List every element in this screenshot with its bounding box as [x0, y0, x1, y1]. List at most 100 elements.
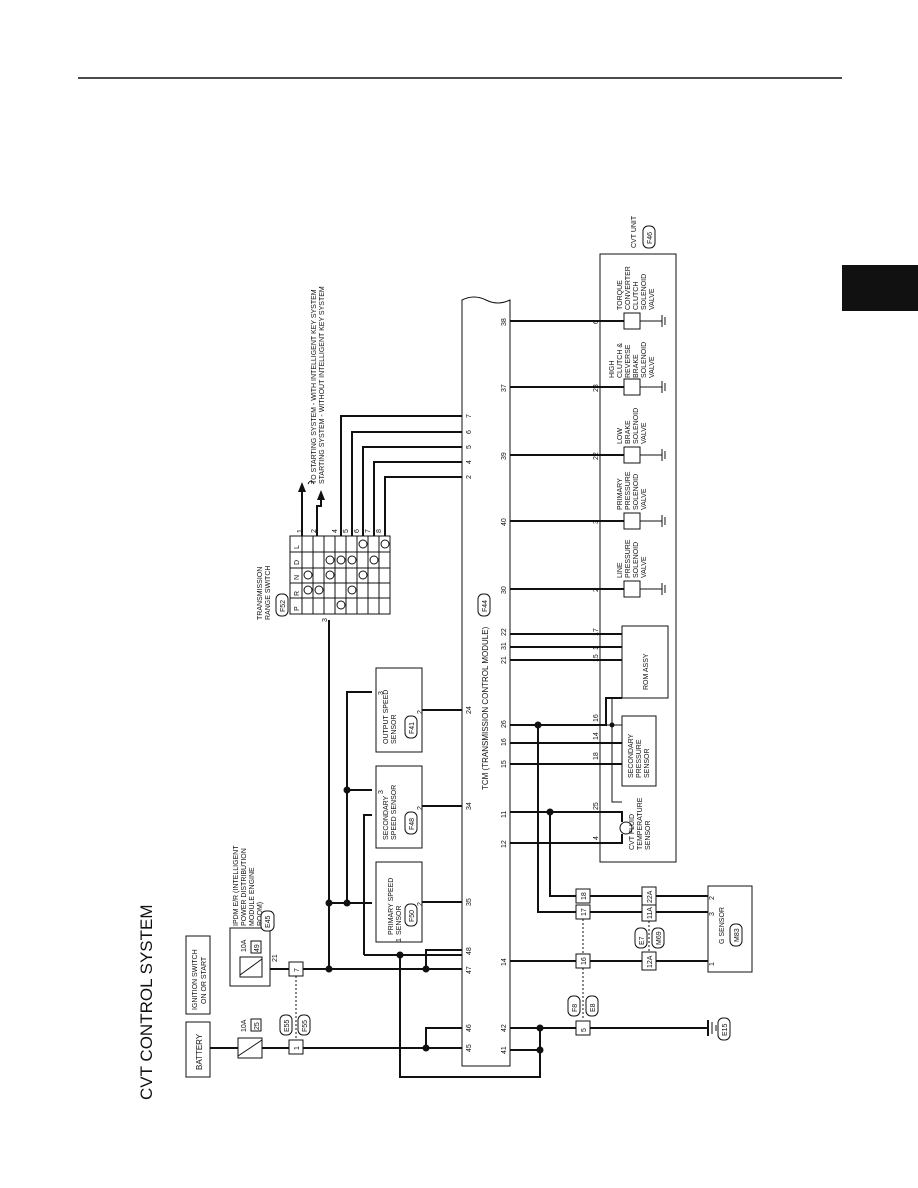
range-pos-n: N [294, 575, 301, 580]
tcm-t35: 35 [466, 898, 473, 906]
valve-primary-l4: VALVE [641, 488, 648, 510]
tcm-t15: 15 [501, 760, 508, 768]
range-pos-p: P [294, 606, 301, 611]
range-switch-connector: F52 [280, 600, 287, 612]
output-speed-line2: SENSOR [391, 714, 398, 744]
valve-low-pin: 22 [593, 452, 600, 460]
joint-e7-11a-label: 11A [647, 907, 654, 919]
valve-primary-pin: 3 [593, 520, 600, 524]
range-pin-1: 1 [297, 529, 304, 533]
secondary-speed-pin2: 2 [417, 806, 424, 810]
valve-high-l4: BRAKE [633, 354, 640, 378]
joint-lower-17-label: 17 [581, 908, 588, 916]
battery-label: BATTERY [195, 1033, 204, 1070]
starting-system-line2: STARTING SYSTEM - WITHOUT INTELLIGENT KE… [319, 286, 326, 484]
valve-tcc-pin: 6 [593, 320, 600, 324]
cvt-pin18: 18 [593, 752, 600, 760]
tcm-t2: 2 [466, 475, 473, 479]
joint-e7-22a [641, 886, 657, 906]
range-switch-line2: RANGE SWITCH [265, 566, 272, 620]
tcm-t42: 42 [501, 1024, 508, 1032]
ipdm-line3: MODULE ENGINE [249, 867, 256, 926]
tcm-t39: 39 [501, 452, 508, 460]
valve-high-l3: REVERSE [625, 344, 632, 378]
cvt-pin17: 17 [593, 628, 600, 636]
cvt-unit-label: CVT UNIT [631, 215, 638, 248]
tcm-t30: 30 [501, 586, 508, 594]
starting-system-line1: TO STARTING SYSTEM - WITH INTELLIGENT KE… [311, 289, 318, 484]
tcm-t47: 47 [466, 966, 473, 974]
tcm-t45: 45 [466, 1044, 473, 1052]
tcm-t41: 41 [501, 1046, 508, 1054]
primary-speed-pin2: 2 [417, 902, 424, 906]
valve-tcc-l2: CONVERTER [625, 266, 632, 310]
valve-high-l6: VALVE [649, 356, 656, 378]
joint-left-bottom: F55 [302, 1020, 309, 1032]
tcm-t12: 12 [501, 840, 508, 848]
rom-assy-label: ROM ASSY [643, 653, 650, 690]
section-tab [842, 265, 918, 311]
ground-connector: E15 [722, 1023, 729, 1036]
ignition-switch-line1: IGNITION SWITCH [192, 949, 199, 1010]
fluid-temp-l1: CVT FLUID [629, 814, 636, 850]
cvt-pin14: 14 [593, 732, 600, 740]
range-pin-6: 6 [354, 529, 361, 533]
joint-e7-top: E7 [639, 936, 646, 945]
tcm-t24: 24 [466, 706, 473, 714]
output-speed-line1: OUTPUT SPEED [383, 690, 390, 744]
tcm-label: TCM (TRANSMISSION CONTROL MODULE) [481, 626, 490, 790]
joint-mid-5-label: 5 [581, 1028, 588, 1032]
valve-primary-l3: SOLENOID [633, 474, 640, 510]
tcm-connector: F44 [482, 600, 489, 612]
joint-lower-16-label: 16 [581, 957, 588, 965]
tcm-t7: 7 [466, 414, 473, 418]
cvt-pin25: 25 [593, 802, 600, 810]
page-title: CVT CONTROL SYSTEM [137, 904, 156, 1100]
range-pos-l: L [294, 545, 301, 549]
tcm-t4: 4 [466, 460, 473, 464]
g-sensor-connector: M83 [734, 928, 741, 942]
range-pin-3: 3 [322, 618, 329, 622]
range-pin-7: 7 [365, 529, 372, 533]
valve-line-pin: 2 [593, 588, 600, 592]
range-switch-line1: TRANSMISSION [257, 567, 264, 620]
valve-high-pin: 23 [593, 384, 600, 392]
joint-mid-top: F8 [572, 1004, 579, 1012]
tcm-t37: 37 [501, 384, 508, 392]
valve-low-l2: BRAKE [625, 420, 632, 444]
valve-low-l3: SOLENOID [633, 408, 640, 444]
secondary-speed-sensor [375, 765, 423, 849]
rom-assy [621, 625, 669, 699]
tcm-t22: 22 [501, 628, 508, 636]
output-speed-sensor [375, 667, 423, 753]
valve-line-l4: VALVE [641, 556, 648, 578]
valve-low-l1: LOW [617, 428, 624, 444]
fluid-temp-sensor [619, 821, 633, 835]
joint-left-pin-b-label: 7 [294, 968, 301, 972]
joint-left-pin-a-label: 1 [294, 1046, 301, 1050]
battery-box [185, 1021, 211, 1078]
primary-speed-pin1: 1 [396, 938, 403, 942]
joint-left-top: E55 [284, 1019, 291, 1032]
joint-mid-5 [575, 1020, 591, 1036]
cvt-pin1: 1 [593, 646, 600, 650]
ignition-switch-box [185, 935, 211, 1015]
tcm-t21: 21 [501, 656, 508, 664]
fuse-number: 25 [254, 1022, 261, 1030]
ipdm-connector: E45 [265, 915, 272, 928]
valve-tcc-l4: SOLENOID [641, 274, 648, 310]
tcm-t48: 48 [466, 947, 473, 955]
primary-speed-line1: PRIMARY SPEED [388, 878, 395, 935]
ipdm-line1: IPDM E/R (INTELLIGENT [233, 845, 240, 926]
valve-tcc-l3: CLUTCH [633, 282, 640, 310]
fluid-temp-l2: TEMPERATURE [637, 797, 644, 850]
primary-speed-sensor [375, 861, 423, 943]
output-speed-pin2: 2 [417, 710, 424, 714]
tcm-t16: 16 [501, 738, 508, 746]
g-sensor-pin1: 1 [709, 962, 716, 966]
cvt-unit-connector: F46 [647, 232, 654, 244]
tcm-t5: 5 [466, 445, 473, 449]
primary-speed-line2: SENSOR [396, 905, 403, 935]
joint-e7-12a [641, 951, 657, 971]
